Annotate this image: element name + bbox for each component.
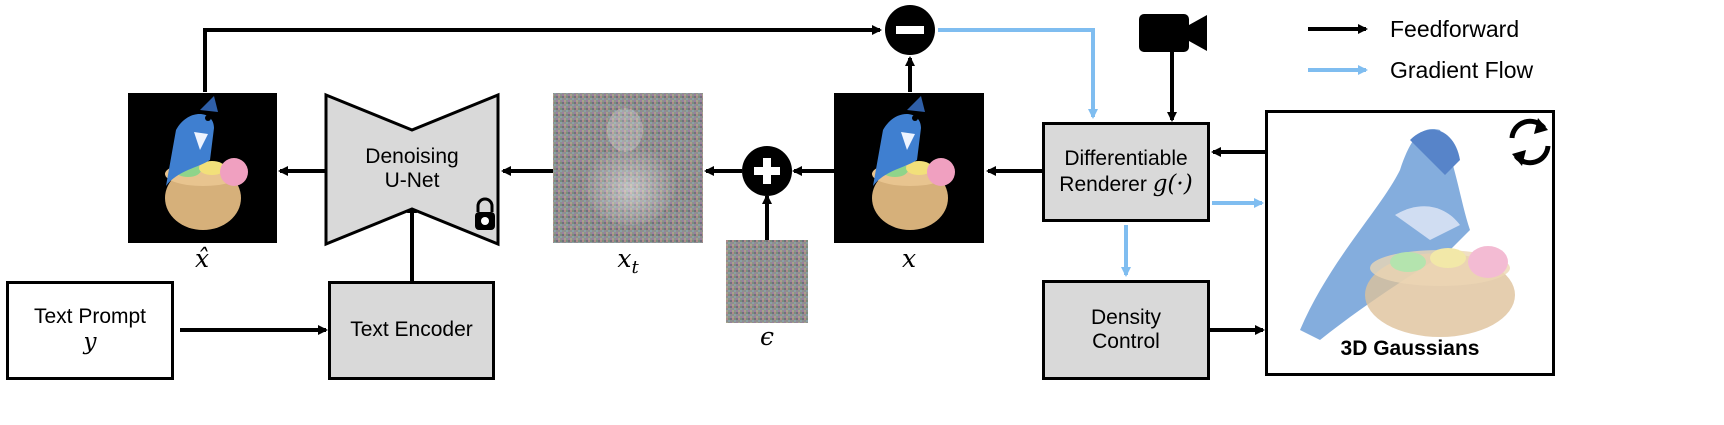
renderer-label-line1: Differentiable — [1064, 146, 1188, 170]
xt-image — [553, 93, 703, 243]
text-prompt-box: Text Prompt y — [6, 281, 174, 380]
denoiser-outline — [324, 92, 500, 247]
plus-operator — [742, 146, 792, 196]
text-prompt-label: Text Prompt — [33, 305, 147, 329]
gradient-minus-to-renderer — [938, 28, 1098, 119]
refresh-icon — [1509, 118, 1551, 166]
renderer-function: g(·) — [1152, 170, 1193, 197]
label-x-hat: x̂ — [194, 244, 210, 273]
denoiser-label: Denoising U-Net — [326, 145, 498, 193]
arrow-xhat-to-minus — [203, 25, 882, 92]
legend-feedforward-label: Feedforward — [1390, 16, 1520, 42]
gaussians-label: 3D Gaussians — [1340, 337, 1480, 360]
lock-icon — [475, 197, 495, 230]
x-image — [834, 93, 984, 243]
renderer-box: Differentiable Renderer g(·) — [1042, 122, 1210, 222]
denoiser-label-line2: U-Net — [384, 169, 440, 193]
xhat-image — [128, 93, 277, 243]
denoiser-label-line1: Denoising — [365, 145, 459, 168]
gaussians-box: 3D Gaussians — [1265, 110, 1555, 376]
density-label-line2: Control — [1092, 330, 1160, 353]
text-prompt-var: y — [83, 329, 97, 356]
density-control-box: Density Control — [1042, 280, 1210, 380]
renderer-label-line2-row: Renderer g(·) — [1059, 171, 1192, 197]
gaussians-visual — [1300, 129, 1515, 340]
minus-operator — [885, 5, 935, 55]
text-encoder-label: Text Encoder — [350, 318, 473, 342]
text-encoder-box: Text Encoder — [328, 281, 495, 380]
density-label-line1: Density — [1090, 305, 1162, 329]
camera-icon — [1139, 14, 1207, 52]
label-epsilon: ϵ — [759, 322, 774, 351]
label-x-t: xt — [617, 244, 639, 278]
renderer-label-line2: Renderer — [1059, 172, 1147, 196]
label-x: x — [901, 244, 917, 273]
epsilon-image — [726, 240, 808, 323]
legend-gradient-label: Gradient Flow — [1390, 57, 1534, 83]
